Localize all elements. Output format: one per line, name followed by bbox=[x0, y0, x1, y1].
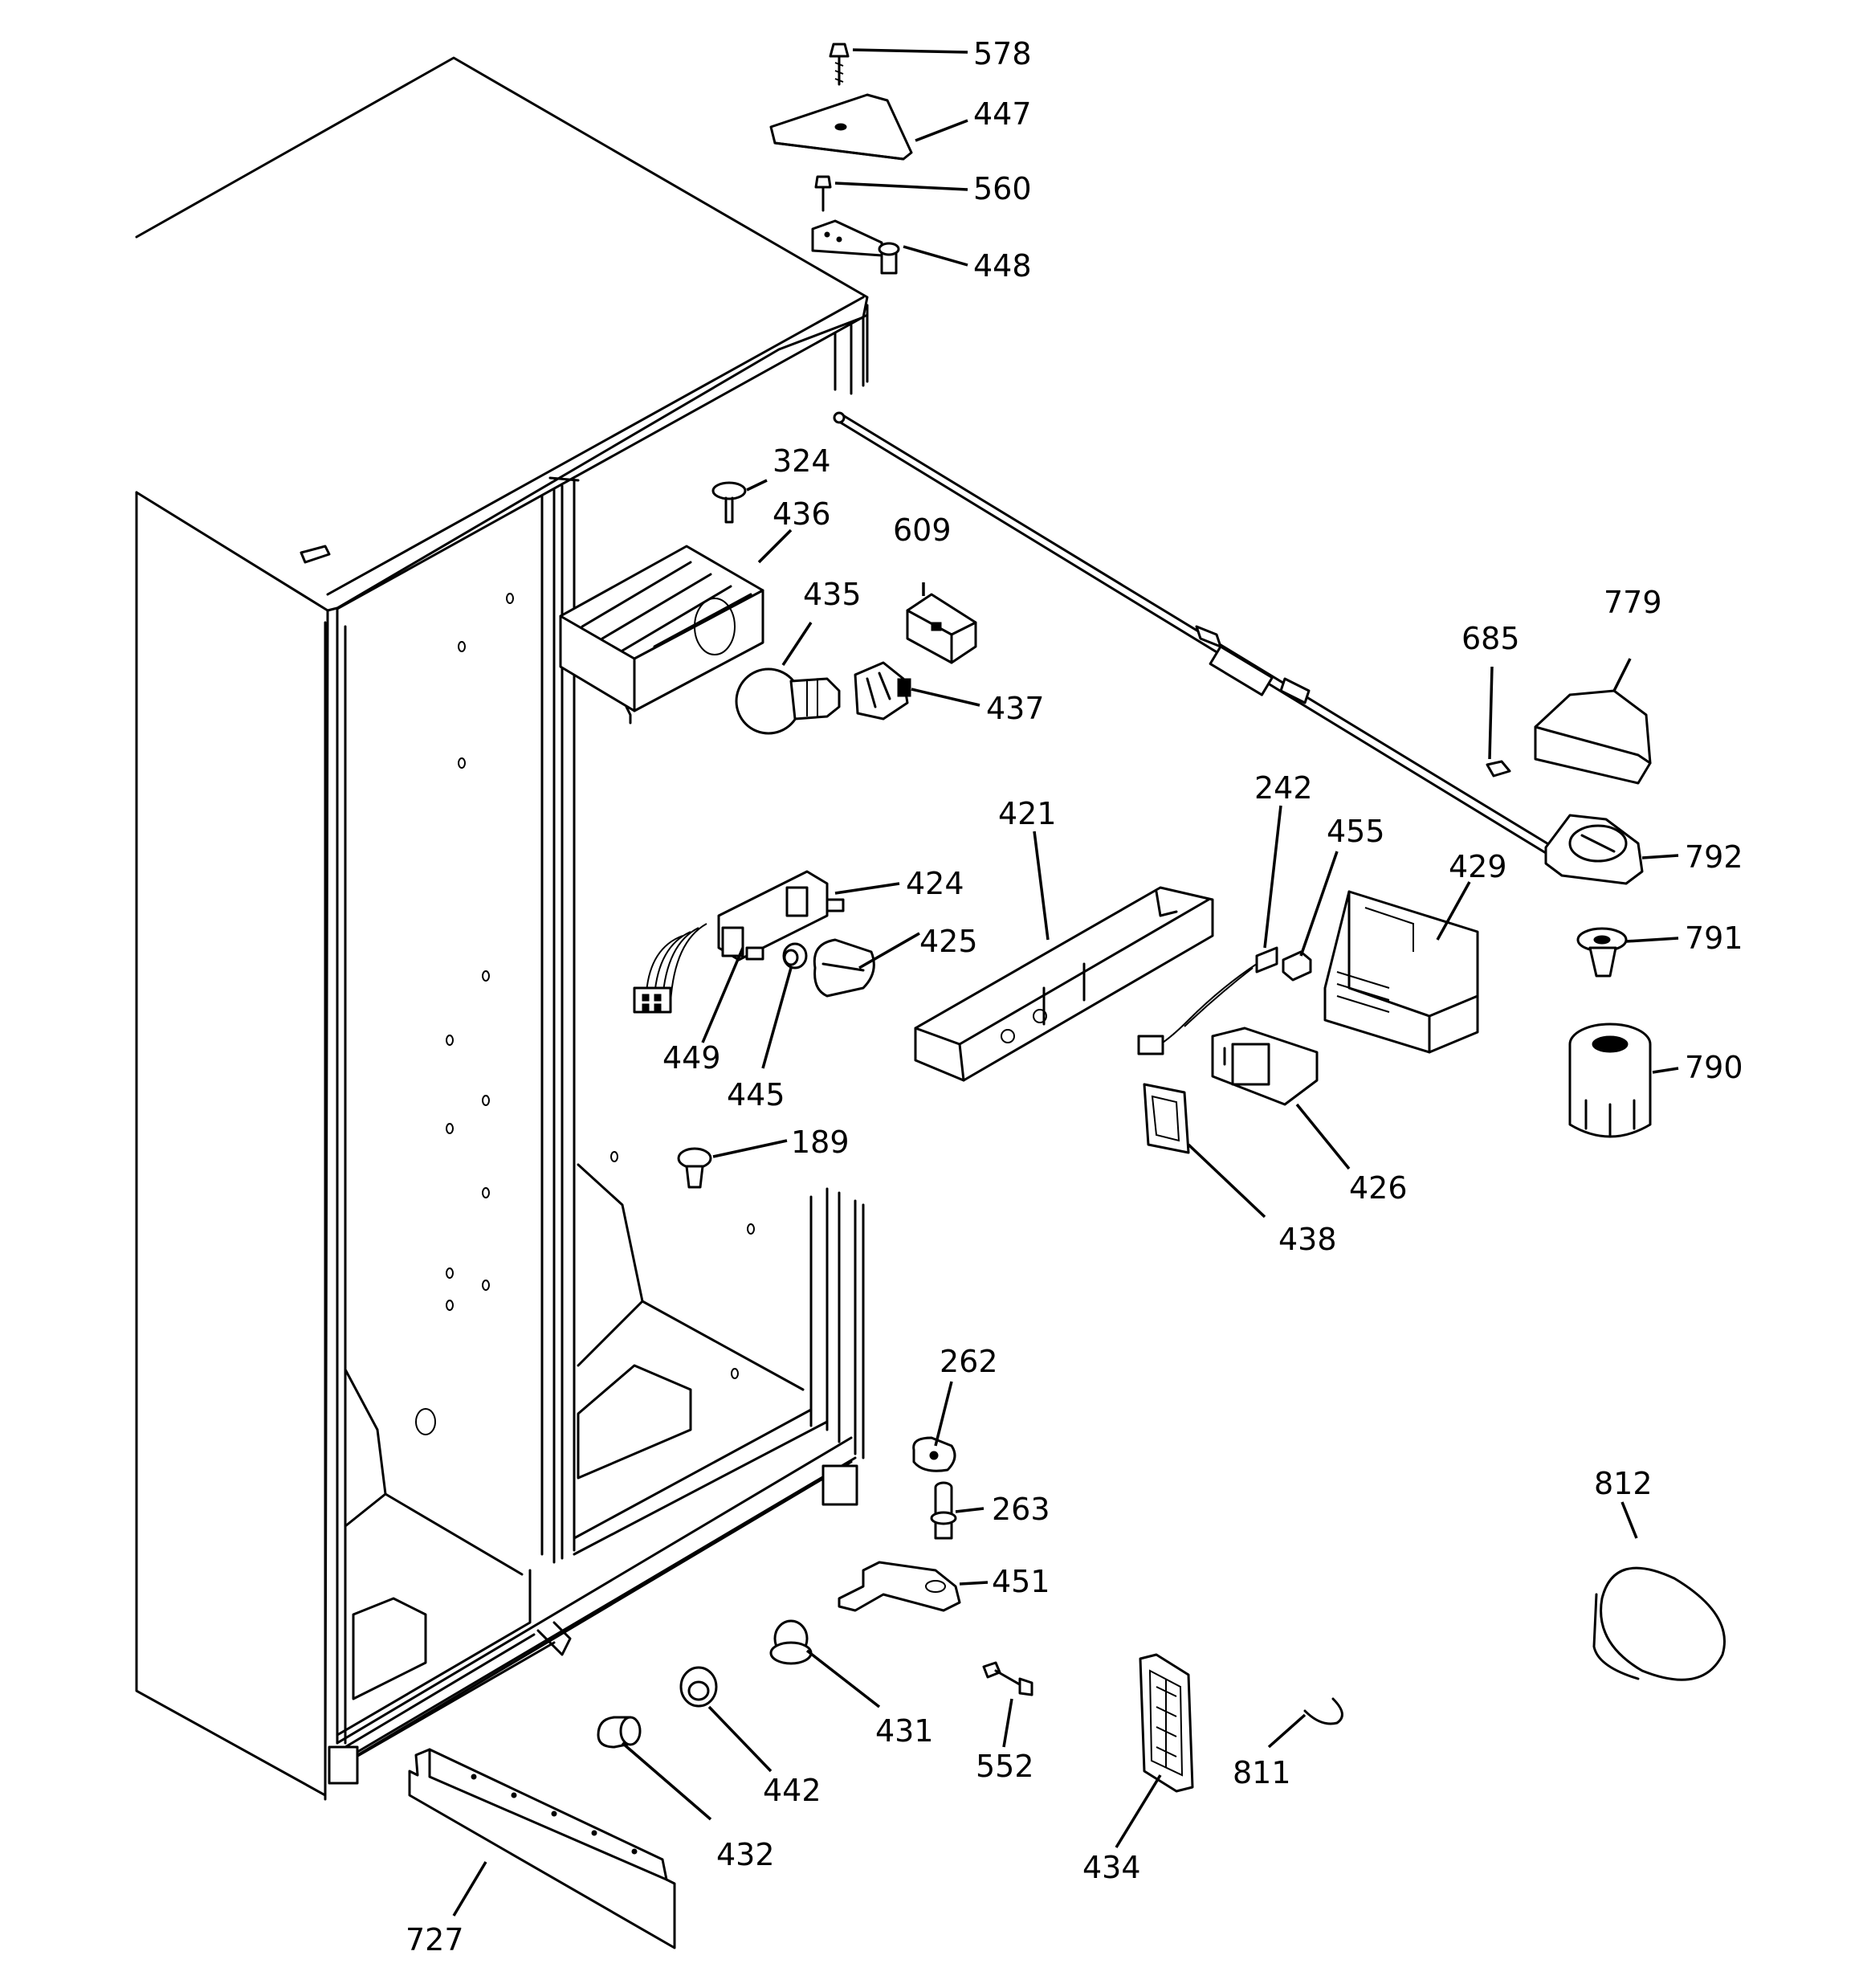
leader-lines bbox=[452, 48, 1679, 1917]
callout-790: 790 bbox=[1685, 1050, 1743, 1085]
callout-421: 421 bbox=[998, 796, 1057, 831]
callout-685: 685 bbox=[1461, 621, 1520, 656]
fitting-685 bbox=[1486, 760, 1511, 778]
hinge-cover-447 bbox=[769, 93, 913, 161]
light-socket-437 bbox=[854, 661, 911, 720]
callout-727: 727 bbox=[406, 1922, 464, 1957]
control-424 bbox=[633, 870, 845, 1014]
clip-811 bbox=[1303, 1697, 1343, 1725]
cabinet-foot-right bbox=[821, 1464, 858, 1506]
callout-434: 434 bbox=[1082, 1850, 1141, 1885]
cabinet-holes bbox=[415, 593, 755, 1435]
callout-429: 429 bbox=[1449, 849, 1507, 884]
callout-426: 426 bbox=[1349, 1170, 1408, 1206]
callout-779: 779 bbox=[1604, 585, 1662, 620]
callout-442: 442 bbox=[763, 1773, 821, 1808]
callout-578: 578 bbox=[973, 36, 1032, 71]
callout-812: 812 bbox=[1594, 1466, 1653, 1501]
water-tube bbox=[833, 411, 1555, 857]
harness-242 bbox=[1137, 946, 1278, 1055]
module-426 bbox=[1211, 1027, 1319, 1106]
plug-324 bbox=[711, 481, 747, 524]
grille-434 bbox=[1139, 1653, 1194, 1793]
callout-424: 424 bbox=[906, 866, 964, 901]
callout-263: 263 bbox=[992, 1492, 1050, 1527]
cabinet-foot-left bbox=[328, 1745, 359, 1785]
callout-438: 438 bbox=[1278, 1222, 1337, 1257]
knob-425 bbox=[813, 938, 875, 998]
refrigerator-cabinet bbox=[135, 56, 869, 1801]
callout-262: 262 bbox=[940, 1344, 998, 1379]
switch-609 bbox=[906, 593, 977, 664]
shaft-445 bbox=[782, 942, 808, 970]
callout-437: 437 bbox=[986, 691, 1045, 726]
callout-552: 552 bbox=[976, 1749, 1034, 1784]
cabinet-label bbox=[300, 545, 331, 564]
callout-609: 609 bbox=[893, 512, 952, 548]
callout-432: 432 bbox=[716, 1837, 775, 1872]
gasket-438 bbox=[1143, 1083, 1190, 1154]
callout-435: 435 bbox=[803, 577, 862, 612]
hinge-bracket-448 bbox=[811, 219, 900, 275]
callout-425: 425 bbox=[919, 924, 978, 959]
tube-812 bbox=[1592, 1566, 1726, 1681]
pin-263 bbox=[930, 1481, 957, 1540]
callout-791: 791 bbox=[1685, 921, 1743, 956]
plug-189 bbox=[677, 1147, 712, 1189]
callout-labels: 578 447 560 448 324 436 609 435 437 779 … bbox=[406, 36, 1743, 1957]
screw-560 bbox=[814, 175, 832, 212]
bushing-431 bbox=[769, 1619, 813, 1665]
callout-436: 436 bbox=[773, 496, 831, 532]
screw-578 bbox=[829, 43, 850, 86]
callout-189: 189 bbox=[791, 1125, 850, 1160]
screw-552 bbox=[982, 1661, 1033, 1696]
callout-431: 431 bbox=[875, 1713, 934, 1749]
filter-cover-779 bbox=[1534, 689, 1652, 785]
callout-448: 448 bbox=[973, 248, 1032, 284]
cam-262 bbox=[912, 1436, 956, 1472]
callout-792: 792 bbox=[1685, 839, 1743, 875]
callout-449: 449 bbox=[662, 1040, 721, 1076]
component-455 bbox=[1282, 950, 1312, 982]
light-bulb-435 bbox=[735, 667, 841, 735]
washer-442 bbox=[679, 1666, 718, 1708]
callout-324: 324 bbox=[773, 443, 831, 479]
callout-560: 560 bbox=[973, 171, 1032, 206]
bypass-plug-791 bbox=[1576, 927, 1628, 978]
light-shield-436 bbox=[559, 545, 764, 725]
spacer-432 bbox=[597, 1716, 642, 1749]
housing-421 bbox=[914, 886, 1214, 1082]
water-filter-790 bbox=[1568, 1023, 1652, 1138]
housing-429 bbox=[1323, 890, 1479, 1054]
hinge-451 bbox=[838, 1561, 961, 1612]
trim-727 bbox=[408, 1748, 676, 1949]
filter-head-792 bbox=[1544, 814, 1644, 885]
callout-445: 445 bbox=[727, 1077, 785, 1112]
callout-447: 447 bbox=[973, 96, 1032, 132]
callout-451: 451 bbox=[992, 1564, 1050, 1599]
callout-811: 811 bbox=[1233, 1755, 1291, 1790]
callout-455: 455 bbox=[1327, 814, 1385, 849]
callout-242: 242 bbox=[1254, 770, 1313, 806]
